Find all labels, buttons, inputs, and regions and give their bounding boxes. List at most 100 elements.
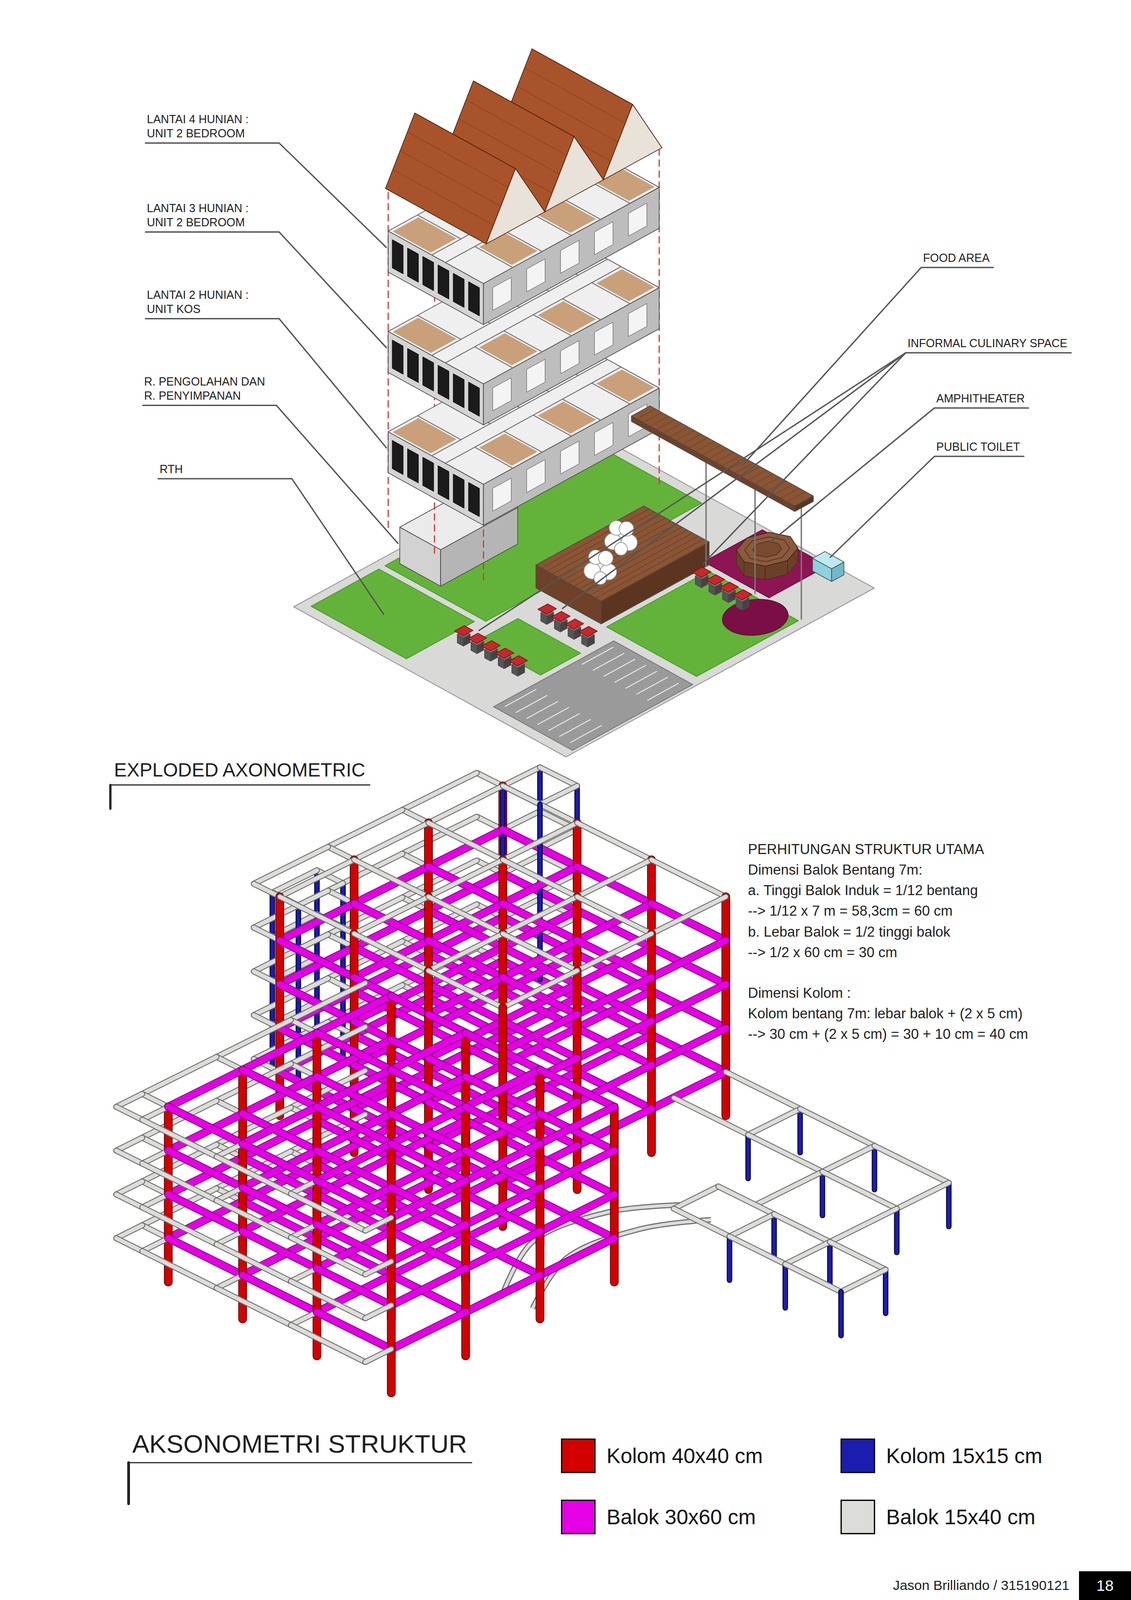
window-band xyxy=(437,264,449,300)
window-band xyxy=(437,465,449,500)
beam-15x40 xyxy=(290,1324,366,1362)
beam-30x60 xyxy=(651,990,727,1028)
roof-gable xyxy=(486,168,545,244)
beam-15x40 xyxy=(216,1199,291,1237)
room-wall xyxy=(533,415,572,436)
parking-lot xyxy=(493,640,693,751)
beam-15x40 xyxy=(216,1230,243,1244)
beam-15x40 xyxy=(253,883,280,897)
stall-roof xyxy=(733,589,753,600)
legend-swatch xyxy=(560,1499,596,1534)
beam-30x60 xyxy=(391,1311,466,1349)
beam-15x40 xyxy=(503,896,578,934)
beam-15x40 xyxy=(673,1097,748,1135)
window xyxy=(560,340,580,374)
column-15x15 xyxy=(893,1208,900,1252)
column-40x40 xyxy=(648,933,655,1153)
parking-stripe xyxy=(647,683,679,701)
beam-30x60 xyxy=(391,1267,466,1305)
stall-roof xyxy=(467,632,487,644)
beam-15x40 xyxy=(577,933,652,971)
beam-15x40 xyxy=(747,1134,823,1172)
window-band xyxy=(453,273,465,308)
beam-15x40 xyxy=(785,1241,831,1264)
beam-30x60 xyxy=(539,1200,615,1238)
column-15x15 xyxy=(827,1241,833,1286)
legend-label: Balok 15x40 cm xyxy=(886,1504,1036,1529)
beam-30x60 xyxy=(242,1069,317,1107)
beam-30x60 xyxy=(577,1021,652,1059)
beam-30x60 xyxy=(391,1069,466,1107)
beam-15x40 xyxy=(116,1181,143,1194)
beam-30x60 xyxy=(316,1187,392,1225)
deck-platform xyxy=(535,505,710,602)
beam-15x40 xyxy=(755,1171,823,1205)
beam-15x40 xyxy=(365,1348,392,1362)
heading-tick xyxy=(109,784,112,809)
beam-15x40 xyxy=(539,767,578,786)
beam-30x60 xyxy=(503,866,578,904)
window-band xyxy=(392,339,404,374)
deck-plank xyxy=(585,532,694,592)
beam-15x40 xyxy=(116,1150,143,1163)
beam-15x40 xyxy=(503,859,578,897)
beam-15x40 xyxy=(503,767,541,786)
beam-30x60 xyxy=(577,977,652,1015)
window-band xyxy=(437,365,449,400)
beam-15x40 xyxy=(290,1224,317,1237)
beam-30x60 xyxy=(577,866,652,904)
legend-swatch xyxy=(840,1499,876,1534)
column-40x40 xyxy=(498,1007,508,1227)
beam-15x40 xyxy=(327,846,354,860)
beam-15x40 xyxy=(428,970,504,1008)
public-toilet xyxy=(812,551,845,569)
stall-roof xyxy=(454,625,474,636)
column-15x15 xyxy=(883,1269,888,1313)
beam-30x60 xyxy=(503,940,578,978)
stall-roof xyxy=(565,618,584,629)
beam-30x60 xyxy=(391,1224,466,1261)
beam-15x40 xyxy=(365,1304,392,1318)
beam-15x40 xyxy=(142,1237,169,1251)
beam-15x40 xyxy=(729,1213,775,1236)
beam-30x60 xyxy=(503,1014,578,1052)
stall-roof xyxy=(481,640,501,651)
column-15x15 xyxy=(726,1235,733,1280)
calc-line: --> 30 cm + (2 x 5 cm) = 30 + 10 cm = 40… xyxy=(747,1025,1028,1043)
beam-15x40 xyxy=(354,822,429,860)
beam-15x40 xyxy=(428,822,504,860)
window-band xyxy=(468,281,480,316)
beam-15x40 xyxy=(785,1263,841,1292)
beam-30x60 xyxy=(651,984,727,1022)
beam-15x40 xyxy=(365,1217,392,1230)
window-band xyxy=(407,348,419,383)
beam-15x40 xyxy=(142,1162,217,1200)
beam-30x60 xyxy=(316,1069,392,1107)
page-number: 18 xyxy=(1096,1575,1114,1595)
column-15x15 xyxy=(828,1241,832,1286)
beam-30x60 xyxy=(391,1230,466,1268)
beam-15x40 xyxy=(896,1182,949,1209)
window-band xyxy=(422,356,434,391)
beam-15x40 xyxy=(216,1274,243,1288)
beam-30x60 xyxy=(391,1230,466,1268)
deck-plank xyxy=(541,508,650,569)
beam-30x60 xyxy=(465,1187,540,1225)
beam-15x40 xyxy=(216,1243,291,1281)
beam-30x60 xyxy=(428,866,504,904)
beam-30x60 xyxy=(428,866,504,904)
leader-line xyxy=(479,352,906,630)
beam-30x60 xyxy=(354,866,429,904)
beam-15x40 xyxy=(476,772,503,786)
roof-tile-line xyxy=(407,131,509,188)
window-band xyxy=(453,473,465,509)
beam-15x40 xyxy=(354,859,429,897)
legend-item: Kolom 40x40 cm xyxy=(560,1437,763,1473)
window-band xyxy=(453,373,465,408)
beam-15x40 xyxy=(773,1213,830,1242)
beam-30x60 xyxy=(242,1032,317,1070)
column-40x40 xyxy=(722,896,730,1116)
beam-15x40 xyxy=(747,1134,823,1172)
